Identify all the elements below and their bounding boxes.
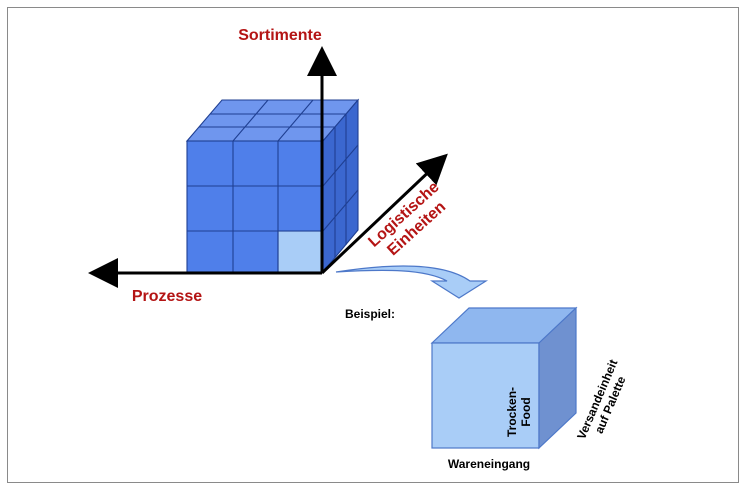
example-cube-front xyxy=(431,342,540,449)
example-front-line1: Trocken- xyxy=(505,387,519,437)
example-bottom-label: Wareneingang xyxy=(448,457,530,471)
example-label: Beispiel: xyxy=(345,307,395,321)
sortimente-label: Sortimente xyxy=(238,27,322,44)
cube-front-face xyxy=(186,140,324,273)
prozesse-label: Prozesse xyxy=(132,288,202,305)
example-cube xyxy=(430,306,578,450)
example-transition-arrow xyxy=(335,265,489,299)
axes xyxy=(88,46,448,288)
logistische-axis xyxy=(320,153,448,275)
example-cube-side xyxy=(538,306,577,450)
diagram-frame xyxy=(7,7,739,483)
example-front-line2: Food xyxy=(519,397,533,426)
